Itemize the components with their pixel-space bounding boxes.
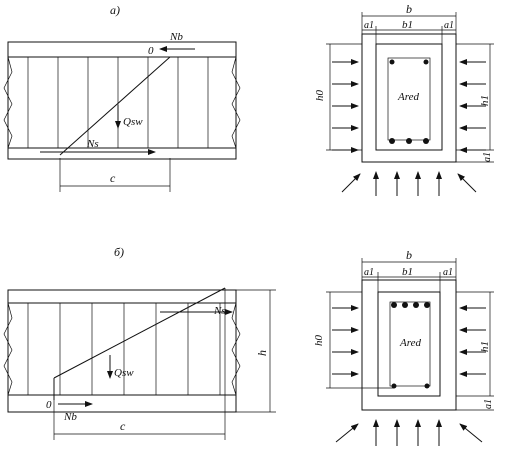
beam-b-label-zero: 0 bbox=[46, 399, 52, 411]
section-a: b a1 b1 a1 Ared h0 h1 a1 bbox=[314, 2, 494, 196]
section-b-label-b: b bbox=[406, 248, 412, 262]
caption-a: а) bbox=[110, 3, 120, 17]
beam-b-label-nb: Nb bbox=[63, 411, 77, 423]
section-b-stirrup bbox=[389, 301, 431, 387]
section-b-label-area: Ared bbox=[399, 337, 421, 349]
beam-b-label-h: h bbox=[255, 350, 269, 356]
section-a-label-a1-left: a1 bbox=[364, 20, 374, 31]
section-a-outline bbox=[361, 33, 457, 163]
section-b-outline bbox=[361, 279, 457, 411]
beam-a-label-nb: Nb bbox=[169, 31, 183, 43]
beam-a-stirrups bbox=[27, 57, 209, 148]
section-a-pressure-arrows bbox=[332, 59, 486, 196]
beam-b-break-right bbox=[231, 302, 241, 396]
section-b-hatched-area bbox=[377, 291, 441, 397]
section-a-hatched-area bbox=[375, 43, 443, 151]
section-a-label-h0: h0 bbox=[314, 90, 326, 102]
section-b-label-a1-right: a1 bbox=[443, 267, 453, 278]
section-a-label-area: Ared bbox=[397, 91, 419, 103]
section-a-label-a1-right: a1 bbox=[444, 20, 454, 31]
section-a-label-b1: b1 bbox=[402, 19, 413, 31]
beam-b-break-left bbox=[3, 302, 13, 396]
beam-b: Ns Qsw 0 Nb c h bbox=[3, 287, 276, 440]
beam-b-label-c: c bbox=[120, 419, 126, 433]
beam-a: 0 Nb Ns Qsw c bbox=[3, 31, 241, 192]
beam-b-label-q: Qsw bbox=[114, 367, 134, 379]
section-b-label-h1: h1 bbox=[479, 341, 491, 352]
section-a-label-a1-bottom: a1 bbox=[482, 152, 493, 162]
beam-a-label-c: c bbox=[110, 171, 116, 185]
section-b-label-a1-bottom: a1 bbox=[483, 399, 494, 409]
section-a-label-h1: h1 bbox=[479, 95, 491, 106]
section-b-label-h0: h0 bbox=[313, 335, 325, 347]
beam-b-label-ns: Ns bbox=[213, 305, 226, 317]
beam-a-break-right bbox=[231, 56, 241, 149]
section-b-pressure-arrows bbox=[332, 305, 486, 446]
section-b-label-a1-left: a1 bbox=[364, 267, 374, 278]
beam-a-label-zero: 0 bbox=[148, 45, 154, 57]
section-b: b a1 b1 a1 Ared h0 h1 a1 bbox=[313, 248, 494, 446]
beam-b-stirrups bbox=[27, 303, 221, 395]
beam-a-crack bbox=[59, 56, 171, 156]
beam-a-outline bbox=[7, 41, 237, 160]
beam-b-crack bbox=[53, 287, 226, 379]
beam-a-label-q: Qsw bbox=[123, 116, 143, 128]
section-b-label-b1: b1 bbox=[402, 266, 413, 278]
caption-b: б) bbox=[114, 245, 124, 259]
beam-a-break-left bbox=[3, 56, 13, 149]
section-a-label-b: b bbox=[406, 2, 412, 16]
beam-a-label-ns: Ns bbox=[86, 138, 99, 150]
beam-b-outline bbox=[7, 289, 237, 413]
